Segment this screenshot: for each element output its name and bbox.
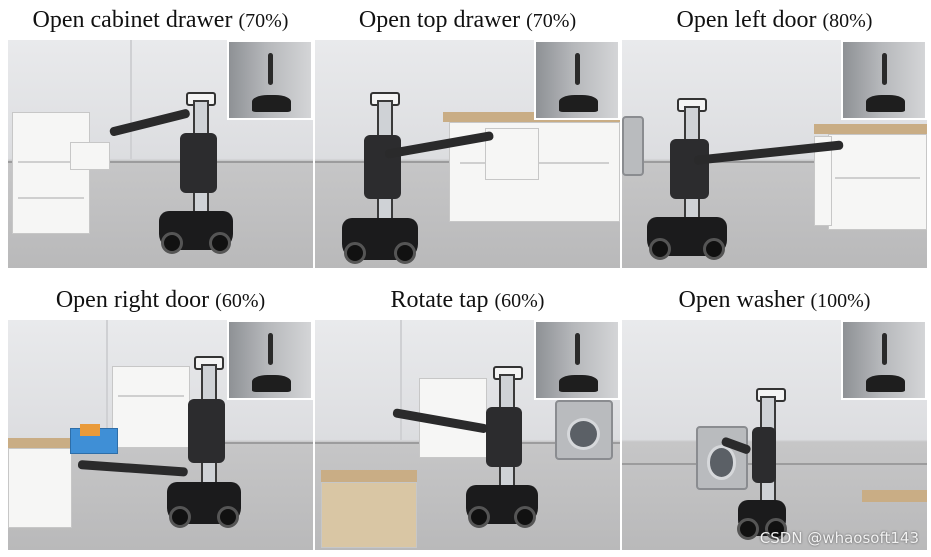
robot-photo [8, 40, 313, 268]
play-kitchen [8, 448, 72, 528]
cabinet [112, 366, 190, 448]
success-rate: (70%) [238, 10, 289, 32]
success-rate: (70%) [526, 10, 577, 32]
robot [392, 366, 541, 528]
robot-photo [622, 40, 927, 268]
robot [339, 92, 495, 264]
panel-open-top-drawer: Open top drawer (70%) [315, 0, 620, 268]
countertop [814, 124, 927, 134]
success-rate: (100%) [810, 290, 871, 312]
robot [720, 388, 788, 540]
countertop [321, 470, 417, 482]
success-rate: (60%) [215, 290, 266, 312]
task-name: Open cabinet drawer [32, 7, 233, 33]
panel-open-cabinet-drawer: Open cabinet drawer (70%) [8, 0, 313, 268]
open-drawer [485, 128, 539, 180]
panel-title: Open cabinet drawer (70%) [8, 0, 313, 40]
robot [77, 356, 244, 528]
robot-photo [315, 40, 620, 268]
task-name: Open right door [55, 287, 210, 313]
robot-photo [315, 320, 620, 550]
cabinet [828, 134, 927, 230]
panel-title: Open right door (60%) [8, 280, 313, 320]
watermark: CSDN @whaosoft143 [759, 529, 919, 547]
open-door [814, 136, 832, 226]
robot [644, 98, 844, 260]
panel-open-right-door: Open right door (60%) [8, 280, 313, 550]
robot [108, 92, 236, 254]
gripper-inset [227, 40, 313, 120]
washer [555, 400, 613, 460]
play-kitchen [321, 482, 417, 548]
panel-rotate-tap: Rotate tap (60%) [315, 280, 620, 550]
countertop [443, 112, 620, 122]
task-name: Open top drawer [358, 7, 521, 33]
countertop [8, 438, 74, 448]
washer [696, 426, 748, 490]
panel-title: Open top drawer (70%) [315, 0, 620, 40]
task-name: Open washer [678, 287, 805, 313]
countertop [862, 490, 927, 502]
panel-title: Open left door (80%) [622, 0, 927, 40]
gripper-inset [534, 40, 620, 120]
task-name: Rotate tap [390, 287, 489, 313]
gripper-inset [227, 320, 313, 400]
tap-inset [534, 320, 620, 400]
open-drawer [70, 142, 110, 170]
panel-open-left-door: Open left door (80%) [622, 0, 927, 268]
success-rate: (80%) [822, 10, 873, 32]
gripper-inset [841, 40, 927, 120]
orange-box [80, 424, 100, 436]
robot-photo [622, 320, 927, 550]
panel-title: Open washer (100%) [622, 280, 927, 320]
success-rate: (60%) [494, 290, 545, 312]
task-name: Open left door [676, 7, 817, 33]
panel-title: Rotate tap (60%) [315, 280, 620, 320]
robot-photo [8, 320, 313, 550]
gripper-inset [841, 320, 927, 400]
cabinet [12, 112, 90, 234]
panel-open-washer: Open washer (100%) [622, 280, 927, 550]
washer [622, 116, 644, 176]
